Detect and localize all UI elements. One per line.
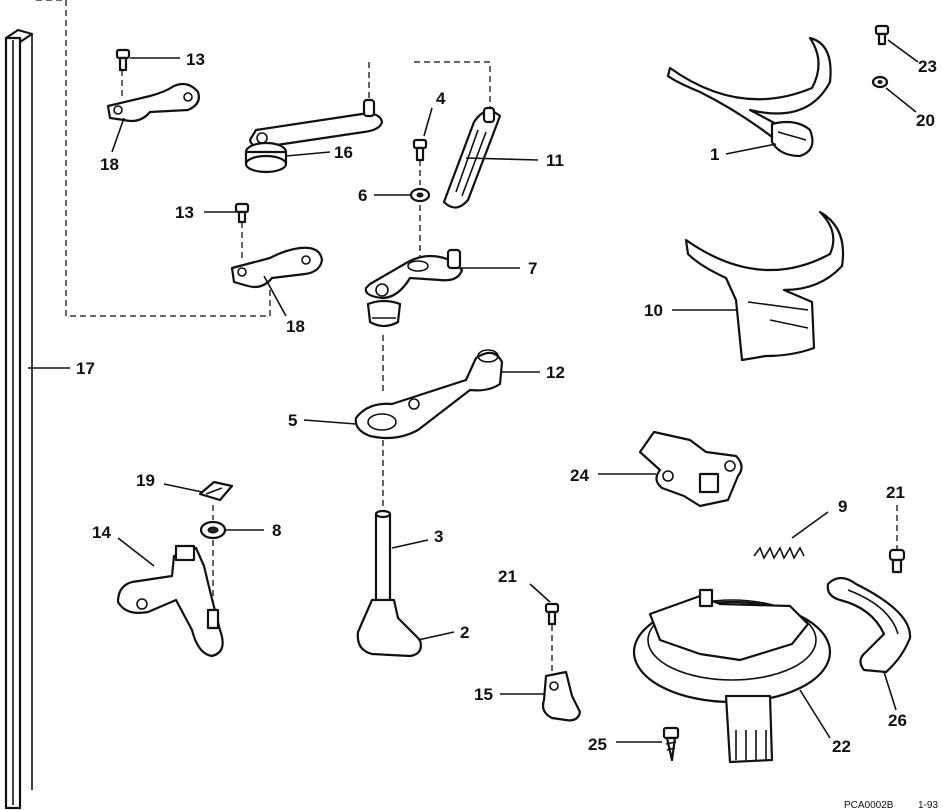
part-3-shaft — [374, 509, 392, 606]
part-22-base — [632, 588, 832, 764]
callout-3: 3 — [434, 527, 443, 546]
callout-21-center: 21 — [498, 567, 517, 586]
callout-14: 14 — [92, 523, 111, 542]
callouts: 13 18 13 18 16 4 6 11 7 12 5 3 2 19 8 14… — [76, 50, 937, 756]
part-13-screw-top — [115, 48, 131, 72]
part-21-screw-center — [544, 602, 560, 626]
callout-18-mid: 18 — [286, 317, 305, 336]
callout-23: 23 — [918, 57, 937, 76]
callout-10: 10 — [644, 301, 663, 320]
callout-4: 4 — [436, 89, 446, 108]
callout-18-top: 18 — [100, 155, 119, 174]
callout-26: 26 — [888, 711, 907, 730]
callout-24: 24 — [570, 466, 589, 485]
part-18-plate-mid — [230, 246, 324, 289]
callout-7: 7 — [528, 259, 537, 278]
part-11-link — [442, 106, 502, 209]
callout-20: 20 — [916, 111, 935, 130]
figure-date: 1-93 — [918, 800, 938, 810]
callout-13-top: 13 — [186, 50, 205, 69]
callout-13-mid: 13 — [175, 203, 194, 222]
part-13-screw-mid — [234, 202, 250, 224]
part-5-12-lever — [354, 349, 504, 440]
part-1-cam — [666, 36, 832, 158]
part-26-arc — [826, 576, 912, 674]
callout-8: 8 — [272, 521, 281, 540]
callout-2: 2 — [460, 623, 469, 642]
part-9-spring — [753, 546, 805, 560]
leader-lines — [28, 39, 919, 743]
part-19-clip — [198, 480, 234, 502]
callout-21-right: 21 — [886, 483, 905, 502]
part-21-screw-right — [888, 548, 906, 574]
callout-11: 11 — [546, 151, 564, 170]
part-4-screw — [412, 138, 428, 162]
part-14-bracket — [116, 544, 224, 658]
part-16-lever — [244, 98, 384, 174]
part-23-screw — [874, 24, 890, 46]
part-10-bracket — [684, 210, 845, 362]
callout-1: 1 — [710, 145, 719, 164]
part-17-rod — [4, 28, 34, 810]
callout-25: 25 — [588, 735, 607, 754]
part-15-clamp — [541, 670, 582, 722]
part-2-foot — [356, 598, 422, 658]
callout-9: 9 — [838, 497, 847, 516]
callout-6: 6 — [358, 186, 367, 205]
callout-22: 22 — [832, 737, 851, 756]
callout-16: 16 — [334, 143, 353, 162]
assembly-lines — [36, 0, 898, 672]
part-6-washer — [409, 187, 431, 203]
callout-15: 15 — [474, 685, 493, 704]
callout-12: 12 — [546, 363, 565, 382]
callout-5: 5 — [288, 411, 297, 430]
figure-code: PCA0002B — [844, 800, 894, 810]
callout-17: 17 — [76, 359, 95, 378]
part-24-link — [638, 430, 743, 508]
part-8-washer — [199, 520, 227, 540]
callout-19: 19 — [136, 471, 155, 490]
part-18-plate-top — [106, 82, 200, 123]
part-7-arm — [364, 248, 464, 328]
part-20-washer — [871, 75, 889, 89]
part-25-screw — [662, 726, 680, 762]
